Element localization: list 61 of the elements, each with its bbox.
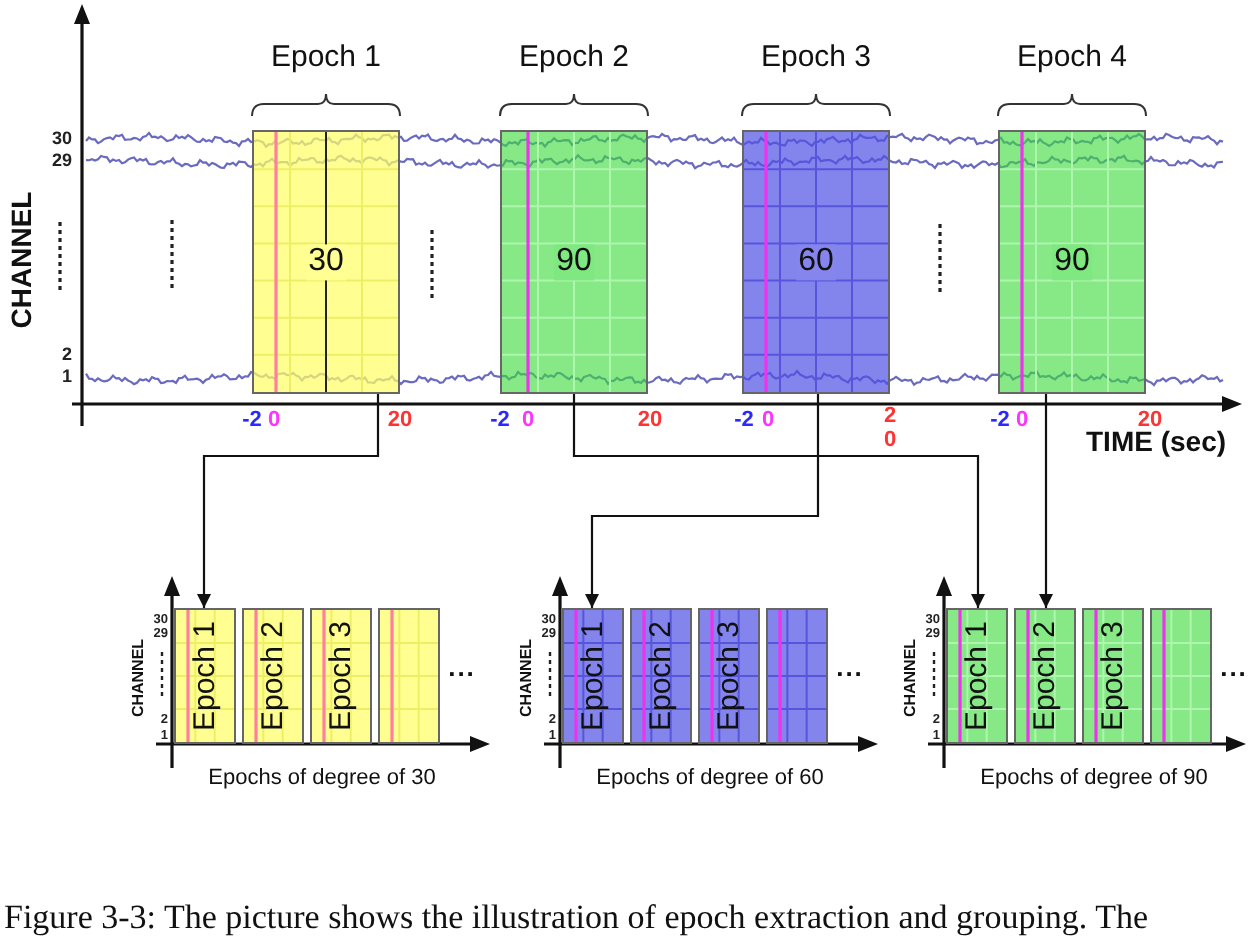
channel-number: 29 xyxy=(51,152,72,172)
tick-label: -2 xyxy=(490,407,510,433)
group-caption: Epochs of degree of 60 xyxy=(596,765,824,791)
epoch-box xyxy=(766,608,828,744)
epoch-box xyxy=(174,608,236,744)
epoch-box xyxy=(946,608,1008,744)
arrow xyxy=(585,394,820,608)
tick-label: 20 xyxy=(637,407,663,433)
ellipsis: ... xyxy=(1220,653,1248,683)
epoch-box xyxy=(310,608,372,744)
epoch-box xyxy=(562,608,624,744)
epoch-label: Epoch 2 xyxy=(644,620,678,732)
degree-value: 30 xyxy=(306,244,346,280)
channel-number: 1 xyxy=(61,368,72,388)
arrow xyxy=(572,394,985,608)
tick-label: 0 xyxy=(267,407,281,433)
epoch-label: Epoch 1 xyxy=(576,620,610,732)
epoch-box xyxy=(1014,608,1076,744)
tick-label: 20 xyxy=(882,404,898,452)
epoch-label: Epoch 3 xyxy=(324,620,358,732)
figure-caption: Figure 3-3: The picture shows the illustration of epoch extraction and grouping. The xyxy=(4,900,1149,938)
epoch-title: Epoch 3 xyxy=(760,42,872,75)
epoch-box xyxy=(698,608,760,744)
epoch-title: Epoch 4 xyxy=(1016,42,1128,75)
tick-label: 0 xyxy=(521,407,535,433)
degree-value: 90 xyxy=(1052,244,1092,280)
degree-value: 90 xyxy=(554,244,594,280)
epoch-label: Epoch 1 xyxy=(960,620,994,732)
epoch-label: Epoch 1 xyxy=(188,620,222,732)
tick-label: 0 xyxy=(1015,407,1029,433)
tick-label: 20 xyxy=(1137,407,1163,432)
epoch-box xyxy=(630,608,692,744)
epoch-label: Epoch 2 xyxy=(256,620,290,732)
epoch-label: Epoch 3 xyxy=(712,620,746,732)
tick-label: -2 xyxy=(734,407,754,433)
epoch-box xyxy=(1082,608,1144,744)
arrow xyxy=(197,394,380,608)
channel-number: 2 xyxy=(61,346,72,366)
epoch-box xyxy=(378,608,440,744)
ellipsis: ... xyxy=(448,653,476,683)
epoch-box xyxy=(242,608,304,744)
axis-title: CHANNEL xyxy=(519,638,537,718)
arrow xyxy=(1039,394,1053,608)
tick-label: 20 xyxy=(387,407,413,433)
epoch-label: Epoch 2 xyxy=(1028,620,1062,732)
epoch-box xyxy=(1150,608,1212,744)
epoch-label: Epoch 3 xyxy=(1096,620,1130,732)
epoch-title: Epoch 2 xyxy=(518,42,630,75)
axis-title: TIME (sec) xyxy=(1086,426,1227,458)
epoch-title: Epoch 1 xyxy=(270,42,382,75)
ellipsis: ... xyxy=(836,653,864,683)
group-caption: Epochs of degree of 30 xyxy=(208,765,436,791)
channel-number: 30 xyxy=(51,130,72,150)
tick-label: -2 xyxy=(242,407,262,433)
degree-value: 60 xyxy=(796,244,836,280)
axis-title: CHANNEL xyxy=(903,638,921,718)
tick-label: -2 xyxy=(990,407,1010,433)
tick-label: 0 xyxy=(761,407,775,433)
group-caption: Epochs of degree of 90 xyxy=(980,765,1208,791)
axis-title: CHANNEL xyxy=(131,638,149,718)
axis-title: CHANNEL xyxy=(6,191,38,329)
